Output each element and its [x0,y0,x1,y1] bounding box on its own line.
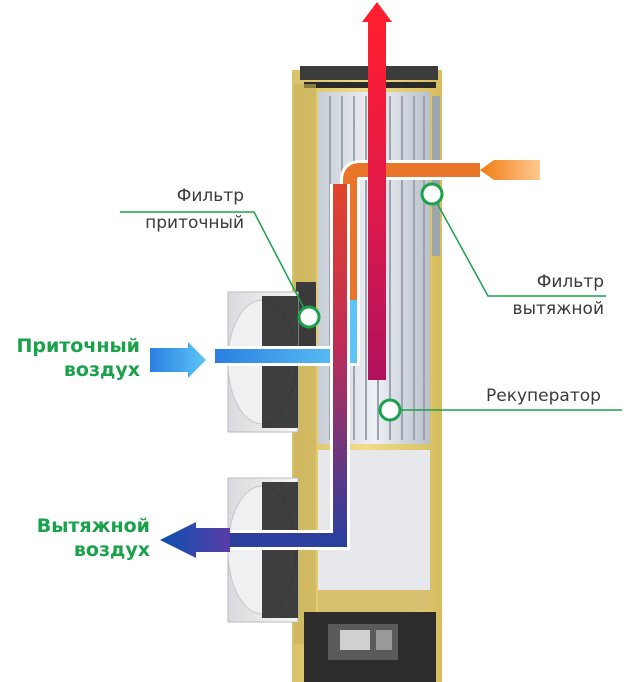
supply-filter-label-line2: приточный [145,213,244,233]
callout-markers [297,182,444,422]
exhaust-up-airflow [362,2,392,380]
supply-filter-label-line1: Фильтр [176,186,244,206]
exhaust-airflow [160,184,350,558]
exhaust-air-label: Вытяжной воздух [0,514,150,562]
motor-block [304,612,436,682]
exhaust-filter-label-line1: Фильтр [536,272,604,292]
exhaust-filter-label: Фильтр вытяжной [480,272,604,320]
supply-air-label: Приточный воздух [0,334,140,382]
supply-air-label-line1: Приточный [16,335,140,357]
recuperator-label: Рекуператор [486,386,601,406]
exhaust-filter-marker [420,182,444,206]
exhaust-air-label-line2: воздух [73,539,150,561]
leader-lines [120,193,622,411]
exhaust-air-label-line1: Вытяжной [36,515,150,537]
supply-filter-marker [297,305,321,329]
supply-air-label-line2: воздух [63,359,140,381]
supply-filter-label: Фильтр приточный [118,186,244,234]
exhaust-filter-label-line2: вытяжной [512,299,604,319]
recuperator-marker [378,398,402,422]
